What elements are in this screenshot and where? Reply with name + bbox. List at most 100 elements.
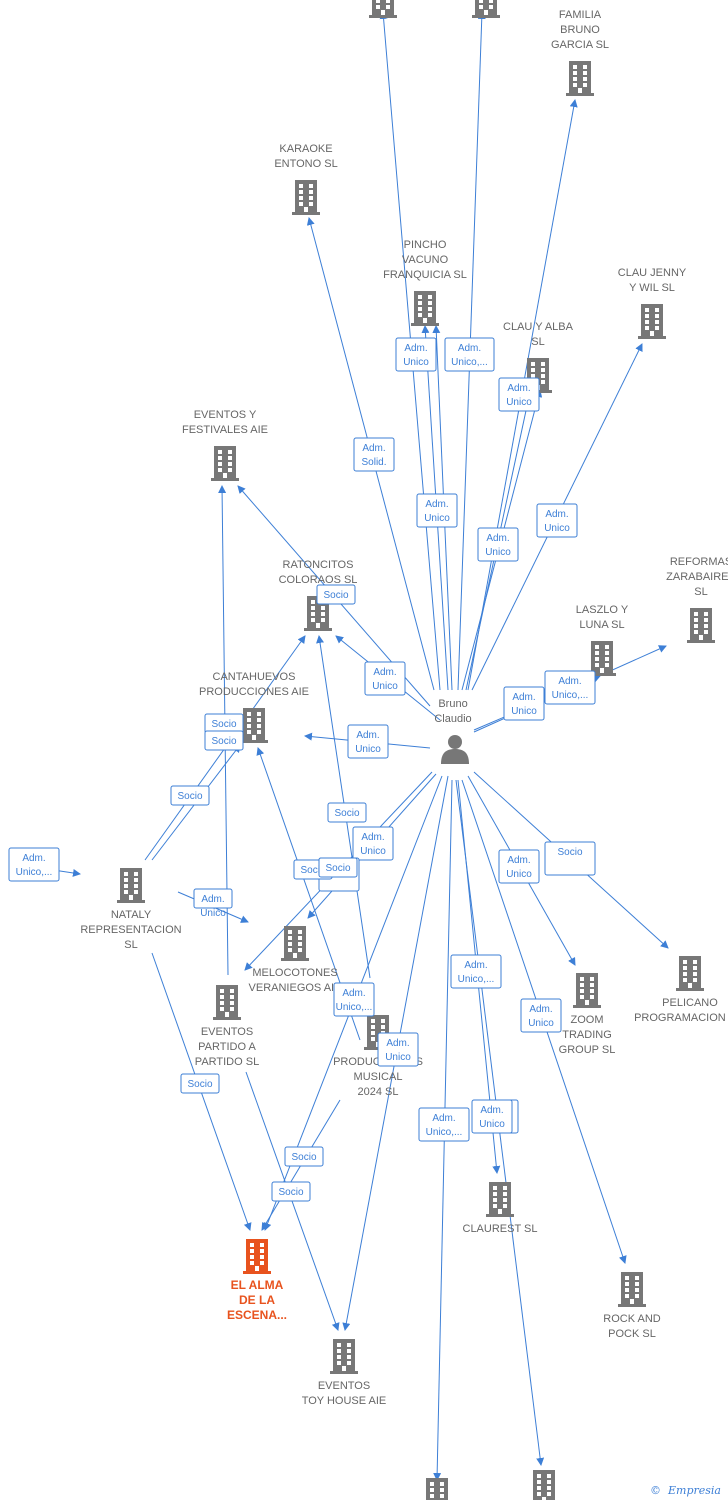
edge-role-label[interactable]: Adm. Unico [498,849,540,884]
edge-role-label[interactable]: Socio [204,713,244,734]
edge-role-text: Adm. [486,533,509,544]
edge-role-label[interactable]: Adm.Unico [503,686,545,721]
edge-role-label[interactable]: Adm.Unico,... [444,337,495,372]
edge-role-label[interactable]: Socio [204,730,244,751]
building-icon [369,0,397,18]
node-label-line: GROUP SL [559,1044,616,1056]
center-person[interactable]: Bruno Claudio [434,698,472,764]
edge-role-label[interactable]: Socio [271,1181,311,1202]
node-label-line: TRADING [562,1029,612,1041]
node-label-line: COLORAOS SL [279,574,358,586]
company-node-bottom2[interactable] [530,1470,558,1500]
edge-role-label[interactable]: Socio [180,1073,220,1094]
edge-role-text: Adm. [373,667,396,678]
edge-role-text: Unico [355,744,381,755]
building-icon [573,973,601,1008]
center-label-line1: Bruno [438,698,467,710]
edge-role-text: Adm. [404,343,427,354]
edge-role-text: Unico [528,1018,554,1029]
node-label-line: EVENTOS [318,1380,370,1392]
edge-role-label[interactable]: Adm.Unico [193,888,233,919]
edge-role-text: Socio [291,1152,316,1163]
edge-role-label[interactable]: Adm.Unico [416,493,458,528]
company-node-reformas[interactable]: REFORMASZARABAIRESSL [666,556,728,643]
building-icon [486,1182,514,1217]
node-label-line: MUSICAL [354,1071,403,1083]
edge-role-label[interactable]: Adm.Unico,... [8,847,60,882]
edge-role-text: Unico [403,357,429,368]
edge-role-text: Socio [325,863,350,874]
edge-role-label[interactable]: Adm.Unico [536,503,578,538]
edge-role-label[interactable]: Adm.Unico,... [450,954,502,989]
node-label-line: EVENTOS Y [194,409,257,421]
building-icon [423,1478,451,1500]
edge-role-label[interactable]: Adm.Unico [471,1099,513,1134]
edge-role-label[interactable]: Adm.Unico,... [333,982,375,1017]
edge-role-label[interactable]: Adm.Unico,... [418,1107,470,1142]
edge-role-label[interactable]: Adm.Unico [477,527,519,562]
edge-role-label[interactable]: Socio [170,785,210,806]
node-label-line: MELOCOTONES [252,967,337,979]
edge-role-label[interactable]: Adm.Unico [498,377,540,412]
node-label-line: NATALY [111,909,152,921]
node-label-line: CLAUREST SL [463,1223,538,1235]
node-label-line: ENTONO SL [274,158,337,170]
edge-role-label[interactable]: Adm.Unico [364,661,406,696]
building-icon [618,1272,646,1307]
building-icon [530,1470,558,1500]
company-node-bottom1[interactable] [423,1478,451,1500]
edge-role-label[interactable]: Adm.Unico [377,1032,419,1067]
edge-role-label[interactable]: Adm.Unico [352,826,394,861]
edge-role-text: Unico [200,908,226,919]
edge-role-text: Adm. [361,832,384,843]
edge-role-text: Unico,... [552,690,589,701]
node-label-line: CLAU JENNY [618,267,687,279]
edge-role-text: Socio [211,736,236,747]
company-node-top1[interactable] [369,0,397,18]
edge-role-label[interactable]: Socio [318,857,358,878]
edge-role-label[interactable]: Socio [327,802,367,823]
node-label-line: BRUNO [560,24,600,36]
brand-watermark: © Empresia [650,1484,721,1497]
edge-role-label[interactable]: Socio [316,584,356,605]
node-label-line: SL [124,939,137,951]
edge-role-text: Adm. [558,676,581,687]
node-label-line: POCK SL [608,1328,656,1340]
edge-role-label[interactable]: Socio [284,1146,324,1167]
node-label-line: FRANQUICIA SL [383,269,467,281]
edge-role-text: Unico [506,869,532,880]
edge-role-label[interactable]: Adm.Solid. [353,437,395,472]
edge-role-text: Unico [511,706,537,717]
company-node-top2[interactable] [472,0,500,18]
building-icon [687,608,715,643]
edge-role-label[interactable]: Socio [544,841,596,876]
company-node-claurest[interactable]: CLAUREST SL [463,1182,538,1235]
edge-role-text: Unico,... [458,974,495,985]
node-label-line: LUNA SL [579,619,624,631]
edge-role-text: Adm. [507,855,530,866]
edge-role-label[interactable]: Adm. Unico,... [544,670,596,705]
edge-role-label[interactable]: Adm.Unico [520,998,562,1033]
edge-role-text: Unico,... [336,1002,373,1013]
edge-role-label[interactable]: Adm. Unico [395,337,437,372]
edge-role-label[interactable]: Adm.Unico [347,724,389,759]
